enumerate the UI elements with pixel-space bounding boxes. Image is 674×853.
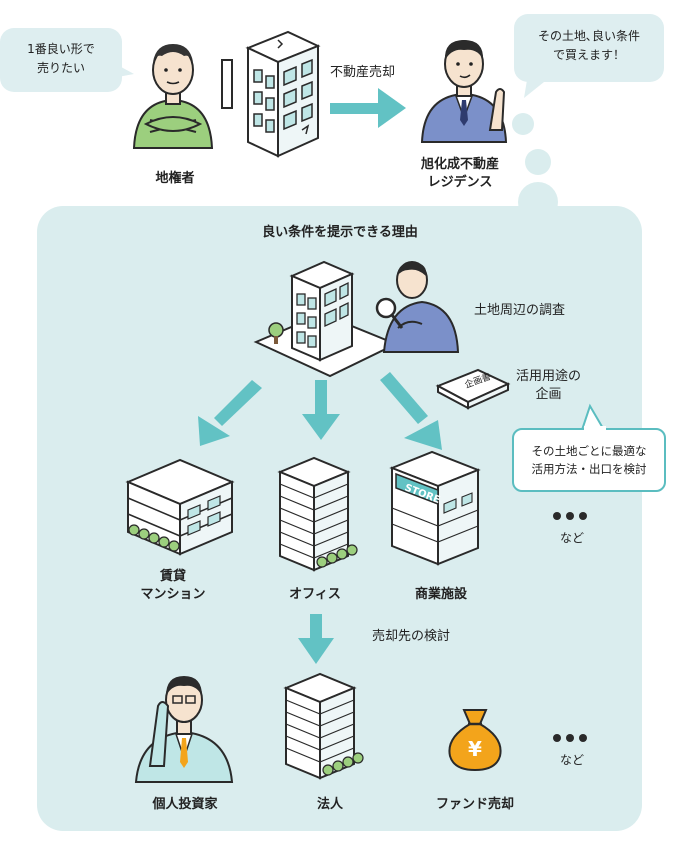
company-name-line-1: 旭化成不動産 [420,157,499,172]
panel-title: 良い条件を提示できる理由 [262,225,418,240]
landowner-bubble-line-1: 1番良い形で [27,42,95,56]
landowner-bubble-line-2: 売りたい [36,60,85,75]
usage-label-office: オフィス [289,587,341,602]
office-building-icon [277,456,358,572]
usage-label-rental-line-2: マンション [140,586,206,602]
businessman-icon [420,40,508,143]
plan-document-icon: 企画書 [435,368,511,410]
surveyor-icon [375,261,460,353]
buyer-label-individual: 個人投資家 [152,797,218,812]
company-name: 旭化成不動産 レジデンス [395,156,525,191]
landowner-label: 地権者 [155,171,195,186]
usage-label-rental-mansion: 賃貸 マンション [118,568,228,603]
company-bubble-line-1: その土地､良い条件 [537,29,640,43]
landowner-bubble-tail [112,62,134,78]
corporation-building-icon [283,672,364,780]
plan-label: 活用用途の 企画 [516,368,581,403]
branch-arrows-icon [198,372,442,450]
usage-label-rental-line-1: 賃貸 [159,569,186,584]
landowner-person-icon [132,44,214,149]
more-buyers-label: など [560,753,585,767]
commercial-facility-icon: STORE [389,450,481,566]
buyer-review-arrow-icon [298,614,334,664]
old-building-icon [221,30,321,158]
company-bubble-line-2: で買えます！ [552,47,625,62]
individual-investor-icon [134,676,234,783]
usage-callout: その土地ごとに最適な 活用方法・出口を検討 [512,428,666,492]
rental-mansion-icon [125,458,235,556]
sale-arrow-icon [330,88,406,128]
buyer-label-corporation: 法人 [316,797,343,812]
sale-label: 不動産売却 [330,65,396,80]
company-speech-bubble: その土地､良い条件 で買えます！ [514,14,664,82]
yen-symbol: ¥ [468,737,482,761]
usage-label-commercial: 商業施設 [414,587,467,602]
company-name-line-2: レジデンス [427,174,493,190]
more-buyers-dots [553,734,587,742]
plan-label-line-2: 企画 [535,386,562,402]
more-usage-dots [553,512,587,520]
land-building-icon [253,260,399,378]
plan-label-line-1: 活用用途の [516,369,582,384]
landowner-speech-bubble: 1番良い形で 売りたい [0,28,122,92]
callout-line-2: 活用方法・出口を検討 [531,462,647,476]
more-usage-label: など [560,531,585,545]
callout-tail-cover [584,426,606,432]
buyer-review-label: 売却先の検討 [372,629,451,644]
callout-line-1: その土地ごとに最適な [531,443,647,458]
company-bubble-tail [524,74,554,98]
buyer-label-fund: ファンド売却 [435,797,514,812]
moneybag-icon: ¥ [448,709,502,772]
survey-label: 土地周辺の調査 [474,303,566,318]
